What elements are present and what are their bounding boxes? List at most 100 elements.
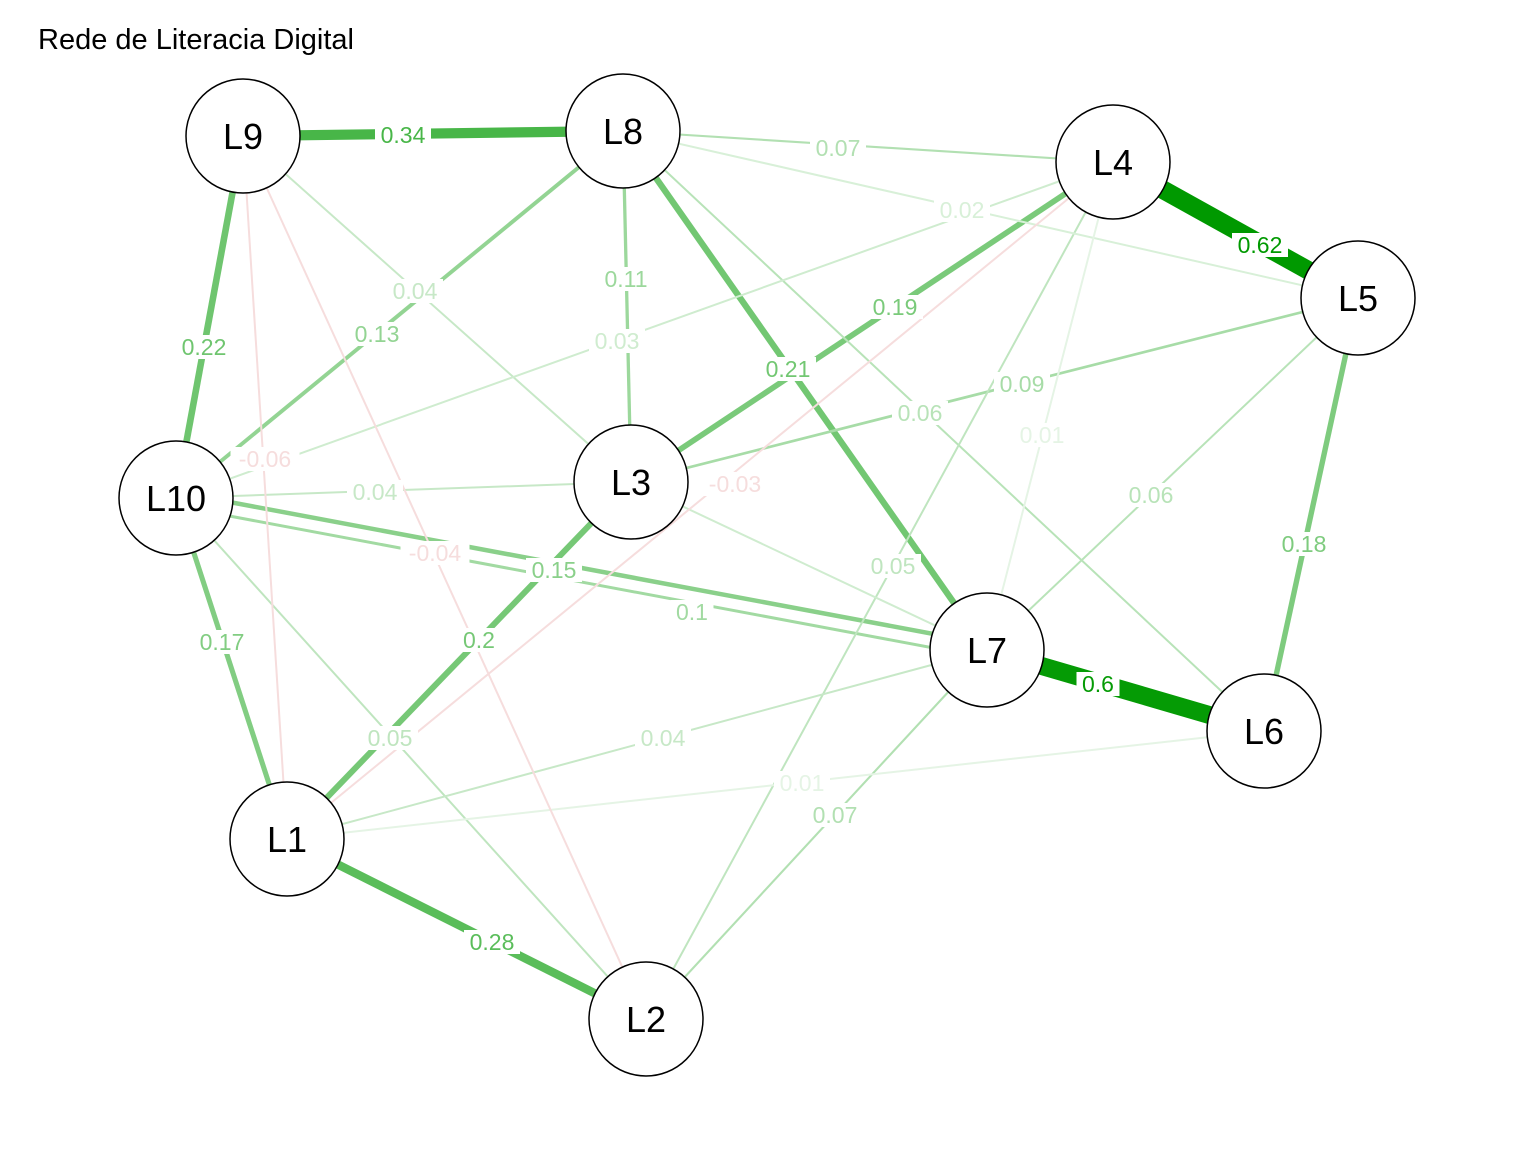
node-label: L6 xyxy=(1244,711,1284,752)
edge-l4-l2 xyxy=(645,161,1114,1020)
edge-label-bg xyxy=(807,803,863,827)
node-circle[interactable] xyxy=(929,592,1045,708)
edge-label: 0.01 xyxy=(1020,422,1065,448)
edge-label-bg xyxy=(347,480,403,504)
edge-l1-l2 xyxy=(285,835,648,1023)
edge-label-bg xyxy=(1014,423,1070,447)
node-l9[interactable]: L9 xyxy=(185,78,301,194)
edge-label-bg xyxy=(457,628,501,652)
edge-label-bg xyxy=(375,123,431,147)
edge-label: 0.13 xyxy=(355,321,400,347)
edge-label: 0.01 xyxy=(780,770,825,796)
edge-label: 0.21 xyxy=(766,356,811,382)
edge-label: 0.07 xyxy=(813,802,858,828)
node-label: L1 xyxy=(267,819,307,860)
edge-l9-l2 xyxy=(242,135,647,1020)
node-label: L5 xyxy=(1338,278,1378,319)
edge-label-bg xyxy=(1123,483,1179,507)
edge-label: 0.05 xyxy=(871,553,916,579)
edge-l7-l2 xyxy=(645,649,988,1020)
node-circle[interactable] xyxy=(118,440,234,556)
edge-label-bg xyxy=(400,541,470,565)
edge-label: 0.02 xyxy=(940,197,985,223)
node-circle[interactable] xyxy=(1055,104,1171,220)
edge-l8-l3 xyxy=(621,130,633,483)
node-l4[interactable]: L4 xyxy=(1055,104,1171,220)
edge-label: 0.6 xyxy=(1082,671,1114,697)
node-l6[interactable]: L6 xyxy=(1206,673,1322,789)
edge-l3-l1 xyxy=(284,479,634,842)
node-circle[interactable] xyxy=(573,424,689,540)
node-l7[interactable]: L7 xyxy=(929,592,1045,708)
edge-l3-l7 xyxy=(630,481,988,651)
edge-l9-l1 xyxy=(242,135,288,840)
node-l2[interactable]: L2 xyxy=(588,961,704,1077)
edge-l10-l8 xyxy=(174,129,625,500)
edge-l5-l7 xyxy=(986,297,1359,651)
edge-label: 0.04 xyxy=(641,725,686,751)
edge-l9-l3 xyxy=(242,135,632,483)
edge-label-bg xyxy=(892,401,948,425)
edge-label: 0.05 xyxy=(368,725,413,751)
edge-label-bg xyxy=(526,558,582,582)
edge-label: 0.28 xyxy=(470,929,515,955)
edge-label-bg xyxy=(349,322,405,346)
edge-label: -0.03 xyxy=(709,471,761,497)
edges xyxy=(172,125,1363,1023)
node-circle[interactable] xyxy=(588,961,704,1077)
edge-l9-l8 xyxy=(242,125,624,142)
edge-label: 0.62 xyxy=(1238,232,1283,258)
node-l3[interactable]: L3 xyxy=(573,424,689,540)
edge-label: 0.06 xyxy=(1129,482,1174,508)
edge-l4-l7 xyxy=(986,161,1114,651)
node-l5[interactable]: L5 xyxy=(1300,240,1416,356)
edge-label: 0.15 xyxy=(532,557,577,583)
edge-label: 0.09 xyxy=(1000,371,1045,397)
edge-label: 0.04 xyxy=(353,479,398,505)
edge-label-bg xyxy=(670,600,714,624)
edge-label-bg xyxy=(760,357,816,381)
edge-label-bg xyxy=(589,329,645,353)
edge-label-bg xyxy=(934,198,990,222)
edge-label-bg xyxy=(1232,233,1288,257)
edge-label-bg xyxy=(387,279,443,303)
edge-label-bg xyxy=(1276,532,1332,556)
node-circle[interactable] xyxy=(185,78,301,194)
edge-label-bg xyxy=(464,930,520,954)
edge-label: 0.03 xyxy=(595,328,640,354)
node-label: L4 xyxy=(1093,142,1133,183)
edge-label: 0.17 xyxy=(200,629,245,655)
node-l1[interactable]: L1 xyxy=(229,781,345,897)
edge-label-bg xyxy=(635,726,691,750)
edge-label: 0.11 xyxy=(604,266,647,292)
edge-label-bg xyxy=(230,447,300,471)
edge-l4-l1 xyxy=(286,161,1114,840)
edge-l8-l4 xyxy=(622,129,1114,164)
edge-label-bg xyxy=(774,771,830,795)
node-l8[interactable]: L8 xyxy=(565,73,681,189)
node-circle[interactable] xyxy=(1206,673,1322,789)
edge-label: 0.1 xyxy=(676,599,708,625)
edge-label: 0.34 xyxy=(381,122,426,148)
edge-l10-l2 xyxy=(175,497,647,1020)
node-label: L8 xyxy=(603,111,643,152)
edge-label-bg xyxy=(810,136,866,160)
edge-label-bg xyxy=(867,295,923,319)
edge-label: -0.06 xyxy=(239,446,291,472)
edge-label: 0.22 xyxy=(182,334,227,360)
node-circle[interactable] xyxy=(1300,240,1416,356)
node-circle[interactable] xyxy=(565,73,681,189)
edge-label: 0.2 xyxy=(463,627,495,653)
edge-label-bg xyxy=(194,630,250,654)
edge-l8-l6 xyxy=(622,130,1265,732)
edge-label: 0.19 xyxy=(873,294,918,320)
node-label: L2 xyxy=(626,999,666,1040)
edge-label-bg xyxy=(994,372,1050,396)
edge-l5-l6 xyxy=(1261,297,1361,732)
node-circle[interactable] xyxy=(229,781,345,897)
edge-label: -0.04 xyxy=(409,540,462,566)
node-label: L10 xyxy=(146,478,206,519)
edge-label-bg xyxy=(865,554,921,578)
node-l10[interactable]: L10 xyxy=(118,440,234,556)
